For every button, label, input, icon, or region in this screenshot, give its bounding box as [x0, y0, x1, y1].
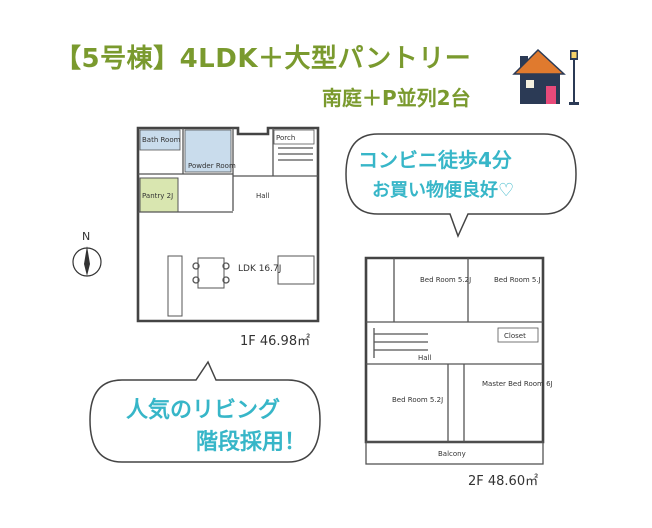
room-hall2-label: Hall	[418, 354, 431, 362]
page-subtitle: 南庭＋P並列2台	[322, 86, 471, 110]
bubble-bottom	[89, 360, 321, 463]
room-pantry-label: Pantry 2J	[142, 192, 173, 200]
house-icon	[512, 48, 579, 105]
room-closet-label: Closet	[504, 332, 526, 340]
room-bed2-label: Bed Room 5.J	[494, 276, 541, 284]
floor-1-area: 1F 46.98㎡	[240, 334, 311, 349]
room-hall-label: Hall	[256, 192, 269, 200]
floor-1-plan: Bath Room Powder Room Porch Pantry 2J Ha…	[136, 126, 320, 323]
bubble-top-line2: お買い物便良好♡	[372, 180, 515, 201]
room-powder-label: Powder Room	[188, 162, 236, 170]
room-bath-label: Bath Room	[142, 136, 181, 144]
compass-icon: N	[72, 230, 102, 277]
room-ldk-label: LDK 16.7J	[238, 264, 281, 274]
bubble-top-line1: コンビニ徒歩4分	[358, 148, 512, 172]
room-balcony-label: Balcony	[438, 450, 466, 458]
compass-label: N	[82, 230, 90, 243]
room-porch-label: Porch	[276, 134, 295, 142]
room-bed1-label: Bed Room 5.2J	[420, 276, 471, 284]
bubble-bottom-line1: 人気のリビング	[126, 398, 281, 423]
floor-2-area: 2F 48.60㎡	[468, 474, 539, 489]
floor-2-plan: Bed Room 5.2J Bed Room 5.J Bed Room 5.2J…	[364, 256, 553, 465]
bubble-top	[345, 133, 577, 238]
room-master-label: Master Bed Room 6J	[482, 380, 553, 388]
bubble-bottom-line2: 階段採用！	[196, 430, 307, 455]
page-title: 【5号棟】4LDK＋大型パントリー	[55, 44, 472, 74]
room-bed3-label: Bed Room 5.2J	[392, 396, 443, 404]
